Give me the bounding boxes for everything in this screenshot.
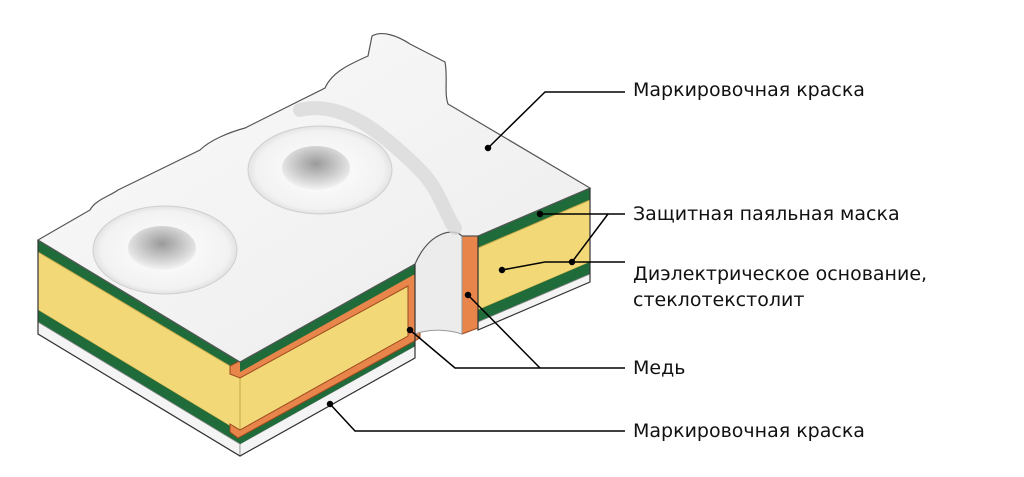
label-copper: Медь xyxy=(633,357,686,379)
solder-mask-bottom-right xyxy=(478,262,590,322)
board-outline-front xyxy=(37,240,416,457)
label-dielectric-line1: Диэлектрическое основание, xyxy=(633,263,928,285)
leader-dielectric xyxy=(501,261,625,271)
leader-silkscreen-top xyxy=(487,91,625,149)
pad-upper xyxy=(247,125,393,215)
hole-lower xyxy=(128,226,196,270)
solder-mask-top-left xyxy=(38,240,240,372)
solder-mask-bottom-left xyxy=(38,310,240,444)
label-dielectric: Диэлектрическое основание, стеклотекстол… xyxy=(633,261,927,313)
leader-solder-mask-b xyxy=(571,213,609,263)
label-silkscreen-bottom: Маркировочная краска xyxy=(633,420,865,442)
label-silkscreen-top: Маркировочная краска xyxy=(633,79,865,101)
solder-mask-top-right xyxy=(478,188,590,248)
pad-lower xyxy=(92,205,238,295)
leader-copper-a xyxy=(409,329,625,369)
trace-ridge xyxy=(293,101,462,235)
solder-mask-top-mid xyxy=(240,264,415,372)
hole-upper xyxy=(282,146,350,190)
leader-lines xyxy=(326,91,625,432)
label-dielectric-line2: стеклотекстолит xyxy=(633,289,805,311)
right-block-face xyxy=(414,188,591,335)
copper-via-wall xyxy=(461,229,479,335)
board-outline-right xyxy=(477,188,591,331)
label-solder-mask: Защитная паяльная маска xyxy=(633,203,900,225)
leader-silkscreen-bottom xyxy=(329,403,625,432)
leader-copper-b xyxy=(467,294,541,369)
left-front-face xyxy=(37,240,241,457)
right-front-face xyxy=(229,264,421,457)
